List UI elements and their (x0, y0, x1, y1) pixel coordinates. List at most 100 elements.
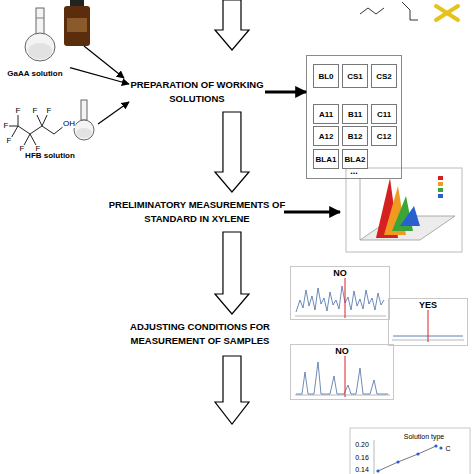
volumetric-flask (74, 100, 94, 140)
bottle-body (64, 6, 90, 46)
atom-label: F (3, 122, 9, 130)
flow-arrow (98, 102, 129, 124)
node-text: B12 (348, 132, 363, 141)
flask-neck (36, 8, 44, 34)
chart-frame (350, 428, 470, 474)
noisy-trace (296, 286, 384, 312)
node-text: CS2 (376, 72, 392, 81)
reagent-figure: GaAA solution (0, 4, 70, 78)
data-point (416, 452, 419, 455)
axis-tick: 0.20 (355, 441, 369, 448)
node-text: A12 (319, 132, 334, 141)
bond-line (360, 8, 384, 14)
process-step: PRELIMINATORY MEASUREMENTS OF STANDARD I… (102, 192, 292, 232)
solution-cell: C11 (371, 104, 397, 124)
yellow-cross (436, 6, 458, 20)
volumetric-flask (25, 8, 55, 61)
atom-label: F (6, 137, 12, 145)
atom-label: F (35, 145, 41, 153)
peak-trace (296, 362, 388, 394)
flask-neck (81, 100, 87, 120)
node-text: GaAA solution (0, 69, 70, 78)
solution-cell: BLA1 (313, 149, 339, 169)
solution-cell: B11 (342, 104, 368, 124)
cross-bar (436, 6, 458, 20)
node-text: PRELIMINATORY MEASUREMENTS OF STANDARD I… (102, 198, 292, 226)
flow-arrow (70, 68, 129, 84)
result-arrow (284, 211, 340, 214)
hfb-structure (6, 112, 64, 147)
solution-grid: ...BL0CS1CS2A11B11C11A12B12C12BLA1BLA2 (306, 55, 402, 179)
plot-axis (295, 316, 386, 317)
solution-cell: A12 (313, 126, 339, 146)
axis-tick: 0.14 (355, 466, 369, 473)
solution-cell: CS1 (342, 64, 368, 88)
flow-arrow (215, 232, 249, 314)
chart-axis (374, 440, 375, 474)
process-step: PREPARATION OF WORKING SOLUTIONS (129, 72, 265, 112)
solution-cell: B12 (342, 126, 368, 146)
node-text: A11 (319, 110, 333, 119)
marker-line (428, 310, 429, 342)
atom-label: F (46, 107, 52, 115)
atom-label: F (32, 107, 38, 115)
trace-plot (392, 310, 464, 342)
plot-frame (346, 168, 462, 252)
legend-swatch (438, 182, 443, 186)
bottle-label (67, 18, 87, 32)
spectrum-peak (400, 206, 420, 226)
carbon-chain (18, 126, 64, 134)
legend-label: C (445, 445, 450, 452)
data-point (434, 444, 437, 447)
solution-cell: BL0 (313, 64, 339, 88)
solution-cell: C12 (371, 126, 397, 146)
calibration-line (378, 446, 436, 471)
node-text: C12 (377, 132, 392, 141)
flask-mark (36, 18, 44, 19)
flask-liquid (76, 128, 92, 138)
axis-tick: 0.16 (355, 454, 369, 461)
spectrum-3d-plot (346, 168, 462, 252)
flow-arrow (215, 112, 249, 192)
legend-swatch (438, 188, 443, 192)
node-text: NO (291, 346, 393, 356)
block-arrow (215, 0, 249, 50)
node-text: HFB solution (2, 151, 98, 160)
plot-axis (295, 395, 390, 396)
data-point (376, 469, 379, 472)
node-text: NO (291, 268, 389, 278)
bottle-cap (70, 0, 84, 7)
input-arrow (84, 46, 124, 78)
data-point (396, 460, 399, 463)
flask-bulb (74, 120, 94, 140)
flow-arrow (265, 90, 306, 93)
legend-swatch (438, 176, 443, 180)
reagent-bottle (64, 0, 90, 46)
marker-line (345, 278, 346, 318)
solution-cell: A11 (313, 104, 339, 124)
solution-cell: BLA2 (342, 149, 368, 169)
trace-panel: YES (388, 298, 468, 346)
node-text: BLA1 (316, 155, 337, 164)
legend-swatch (438, 194, 443, 198)
node-text: PREPARATION OF WORKING SOLUTIONS (129, 78, 265, 106)
result-chart (350, 428, 470, 474)
plot-axis (360, 178, 361, 240)
trace-plot (295, 356, 390, 397)
atom-label: F (15, 107, 21, 115)
legend-title: Solution type (404, 433, 444, 440)
trace-panel: NO (290, 266, 390, 320)
node-text: YES (389, 300, 467, 310)
atom-label: F (19, 145, 25, 153)
trace-panel: NO (290, 344, 394, 400)
structure-fragment (360, 2, 418, 20)
node-text: CS1 (347, 72, 363, 81)
cross-bar (436, 6, 458, 20)
trace-plot (295, 278, 386, 318)
node-text: BLA2 (345, 155, 366, 164)
node-text: C11 (377, 110, 391, 119)
block-arrow (215, 356, 249, 424)
marker-line (345, 356, 346, 397)
